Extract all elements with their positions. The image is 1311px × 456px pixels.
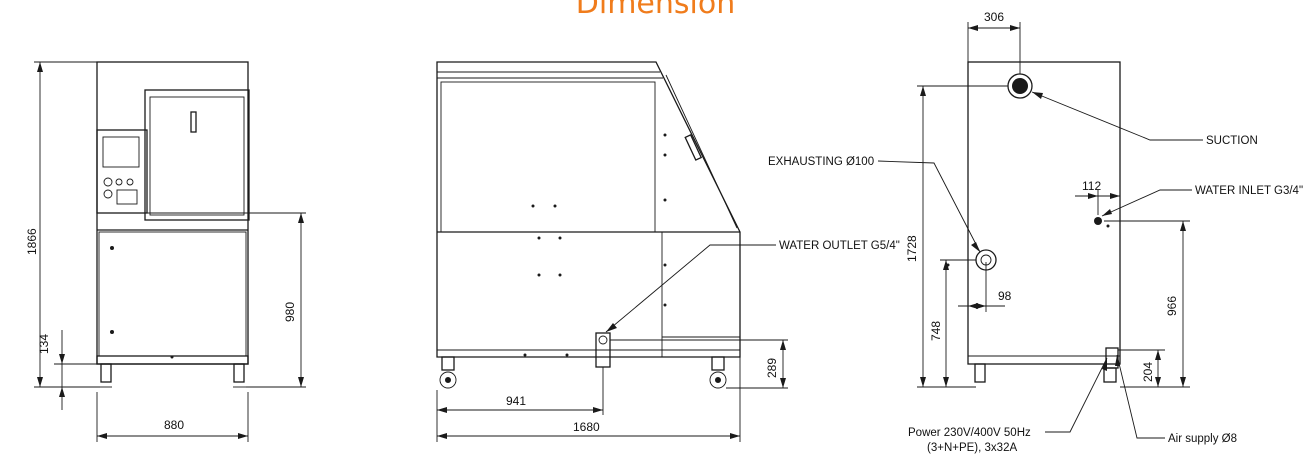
label-water-outlet: WATER OUTLET G5/4" xyxy=(779,240,900,252)
dim-rear-top-offset: 306 xyxy=(984,10,1004,24)
dim-rear-inlet-height: 966 xyxy=(1165,296,1179,316)
dim-rear-exhaust-offset: 98 xyxy=(998,289,1012,303)
label-air-supply: Air supply Ø8 xyxy=(1168,433,1237,445)
label-suction: SUCTION xyxy=(1206,135,1258,147)
side-wheel-right xyxy=(709,371,727,389)
dim-rear-bottom: 204 xyxy=(1141,362,1155,382)
dim-front-width: 880 xyxy=(164,418,184,432)
front-upper-hood xyxy=(144,89,250,221)
label-exhausting: EXHAUSTING Ø100 xyxy=(768,156,874,168)
side-cabinet xyxy=(436,61,741,358)
front-wheel-right xyxy=(233,363,245,383)
dim-front-height: 1866 xyxy=(25,228,39,255)
dim-front-worktop: 980 xyxy=(283,302,297,322)
rear-view: 306 SUCTION 1728 EXHAUSTING Ø100 98 748 xyxy=(768,10,1303,454)
label-water-inlet: WATER INLET G3/4" xyxy=(1195,185,1303,197)
side-wheel-left xyxy=(439,371,457,389)
dim-rear-inlet-offset: 112 xyxy=(1082,179,1101,193)
label-power-line1: Power 230V/400V 50Hz xyxy=(908,427,1031,439)
dim-rear-exhaust-height: 748 xyxy=(929,321,943,341)
front-view: 1866 134 880 980 xyxy=(25,61,306,442)
rear-cabinet xyxy=(967,61,1121,365)
page-title: Dimension xyxy=(575,0,736,21)
control-panel xyxy=(96,129,148,214)
dim-rear-height: 1728 xyxy=(905,235,919,262)
control-screen xyxy=(102,136,140,168)
side-view: WATER OUTLET G5/4" 941 1680 289 xyxy=(436,61,900,442)
dim-front-base: 134 xyxy=(37,334,51,354)
dim-side-outlet-pos: 941 xyxy=(506,394,526,408)
label-power-line2: (3+N+PE), 3x32A xyxy=(927,442,1017,454)
dim-side-outlet-height: 289 xyxy=(765,358,779,378)
water-inlet-port xyxy=(1094,217,1102,225)
front-wheel-left xyxy=(100,363,112,383)
dim-side-length: 1680 xyxy=(573,420,600,434)
